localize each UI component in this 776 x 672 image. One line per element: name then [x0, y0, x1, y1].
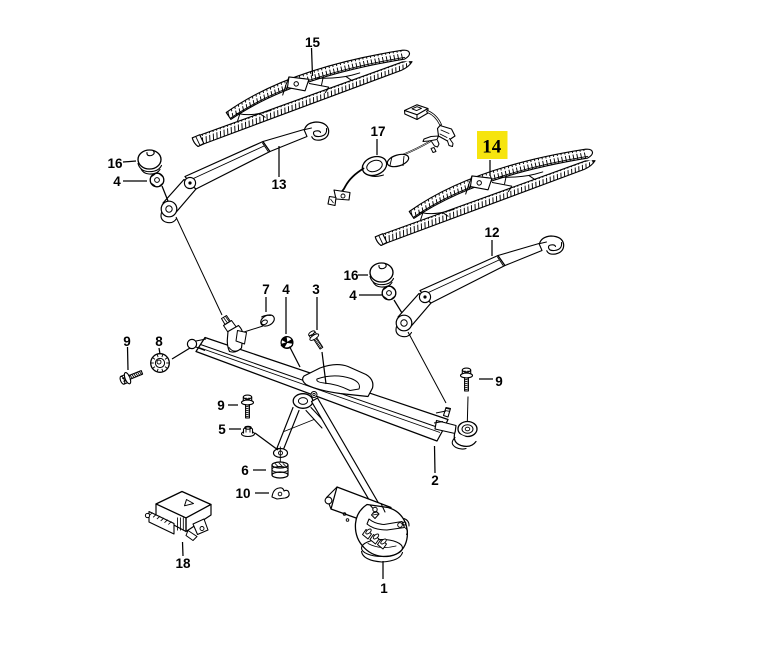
svg-text:12: 12	[484, 225, 499, 240]
svg-text:8: 8	[155, 334, 163, 349]
svg-text:10: 10	[235, 486, 250, 501]
svg-text:9: 9	[495, 374, 503, 389]
svg-text:1: 1	[380, 581, 388, 596]
svg-text:15: 15	[305, 35, 321, 50]
svg-text:3: 3	[312, 282, 320, 297]
svg-text:18: 18	[175, 556, 191, 571]
svg-text:5: 5	[218, 422, 226, 437]
svg-text:16: 16	[343, 268, 359, 283]
svg-text:7: 7	[262, 282, 270, 297]
svg-text:2: 2	[431, 473, 439, 488]
svg-text:14: 14	[482, 137, 502, 158]
svg-text:4: 4	[113, 174, 121, 189]
svg-text:9: 9	[123, 334, 131, 349]
svg-text:4: 4	[349, 288, 357, 303]
svg-text:13: 13	[271, 177, 287, 192]
svg-text:16: 16	[107, 156, 123, 171]
svg-text:17: 17	[370, 124, 385, 139]
svg-text:4: 4	[282, 282, 290, 297]
svg-text:9: 9	[217, 398, 225, 413]
svg-text:6: 6	[241, 463, 249, 478]
